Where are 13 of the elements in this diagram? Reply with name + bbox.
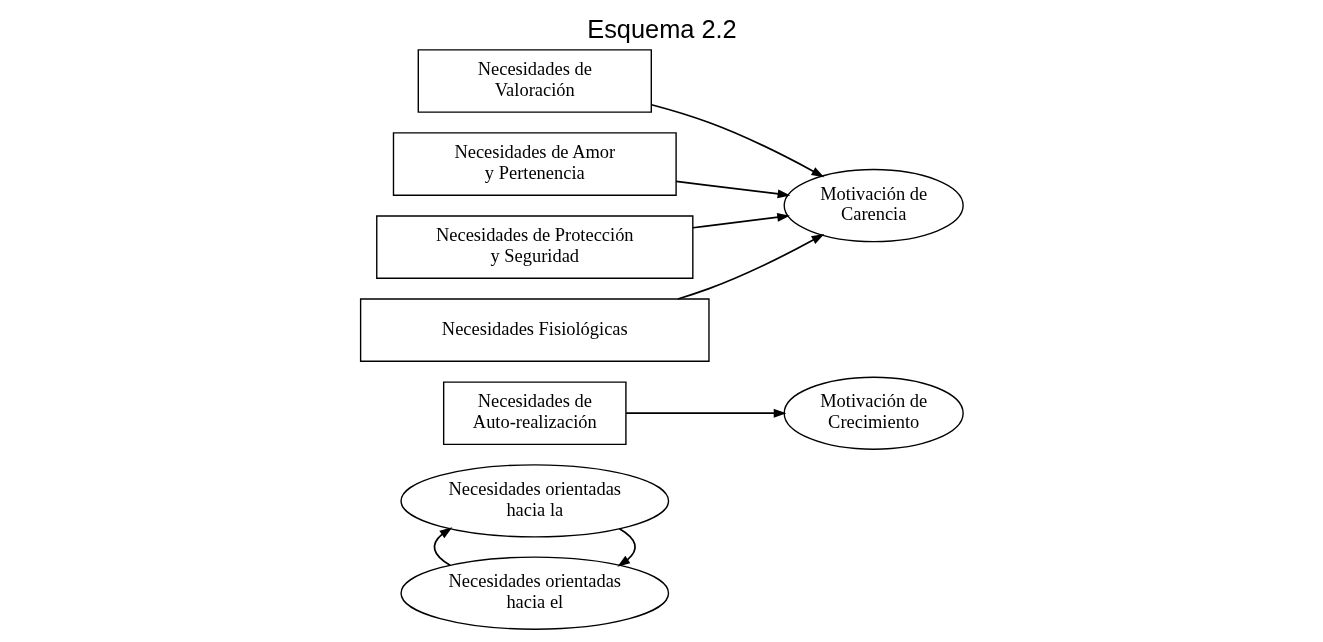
node-ellipse: Motivación de Crecimiento [783,376,964,450]
node-box: Necesidades de Amor y Pertenencia [392,132,677,196]
arrow [691,212,790,229]
node-box: Necesidades Fisiológicas [359,298,710,362]
arrow [624,408,786,418]
arrow [433,527,452,567]
arrow [650,103,824,178]
arrow [674,180,790,199]
arrow [616,527,636,567]
node-box: Necesidades de Protección y Seguridad [375,215,693,279]
node-box: Necesidades de Valoración [417,49,652,113]
node-box: Necesidades de Auto-realización [442,381,627,446]
diagram-title: Esquema 2.2 [586,14,737,43]
